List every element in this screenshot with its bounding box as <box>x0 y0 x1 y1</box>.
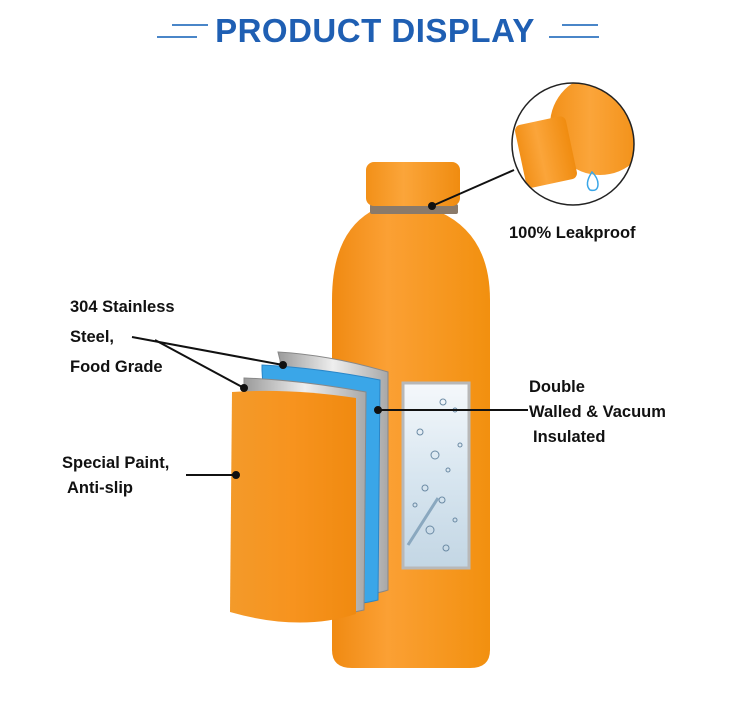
label-steel-line2: Steel, <box>70 328 115 346</box>
zoom-cap <box>515 116 577 188</box>
water-bubbles <box>412 398 463 552</box>
label-steel-line1: 304 Stainless <box>70 298 175 316</box>
label-paint-line1: Special Paint, <box>62 454 170 472</box>
layer-special-paint <box>230 390 356 623</box>
label-vacuum-line2: Walled & Vacuum <box>529 403 666 421</box>
label-paint-line2: Anti-slip <box>67 479 133 497</box>
water-straw <box>406 497 440 546</box>
label-vacuum-line1: Double <box>529 378 585 396</box>
title-deco-left-top <box>172 24 208 26</box>
title-deco-right-top <box>562 24 598 26</box>
leakproof-zoom <box>511 82 635 206</box>
bottle-neck-ring <box>370 204 458 214</box>
water-drop-icon <box>586 170 599 192</box>
pointer-lines <box>131 169 528 479</box>
label-vacuum-line3: Insulated <box>533 428 606 446</box>
page-title: PRODUCT DISPLAY <box>215 12 535 49</box>
bottle-cap <box>366 162 460 206</box>
peeled-layers <box>230 351 389 623</box>
title-deco-left-bottom <box>157 36 197 38</box>
label-steel-line3: Food Grade <box>70 358 163 376</box>
title-deco-right-bottom <box>549 36 599 38</box>
label-leakproof: 100% Leakproof <box>509 224 636 242</box>
